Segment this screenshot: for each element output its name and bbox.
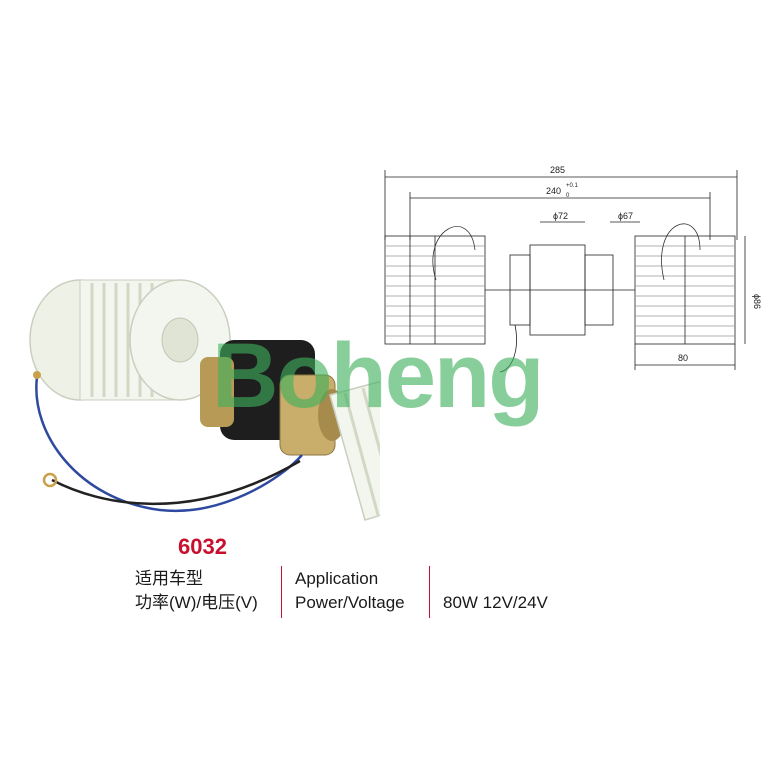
model-number: 6032 xyxy=(178,534,227,559)
right-blower-wheel xyxy=(329,380,380,521)
motor-body xyxy=(200,340,346,456)
brand-watermark: Boheng xyxy=(212,325,544,427)
dim-tolerance-upper: +0.1 xyxy=(566,183,579,189)
application-label-cn: 适用车型 xyxy=(135,569,203,588)
dim-wheel-width: 80 xyxy=(678,353,688,363)
dim-shaft-length: 240 xyxy=(546,186,561,196)
dim-tolerance-lower: 0 xyxy=(566,193,570,199)
dim-shaft-diameter: ϕ67 xyxy=(618,211,633,221)
dim-wheel-diameter: ϕ86 xyxy=(752,294,762,309)
divider xyxy=(429,566,430,618)
power-voltage-label-cn: 功率(W)/电压(V) xyxy=(135,593,258,612)
power-voltage-label-en: Power/Voltage xyxy=(295,593,405,612)
application-label-en: Application xyxy=(295,569,379,588)
dim-overall-length: 285 xyxy=(550,165,565,175)
wire-leads xyxy=(33,371,303,513)
divider xyxy=(281,566,282,618)
dim-motor-diameter: ϕ72 xyxy=(553,211,568,221)
power-voltage-value: 80W 12V/24V xyxy=(443,593,548,612)
left-blower-wheel xyxy=(29,279,231,401)
product-photo xyxy=(29,279,380,521)
technical-drawing: 285 240 +0.1 0 ϕ72 ϕ67 ϕ86 80 xyxy=(384,165,762,373)
